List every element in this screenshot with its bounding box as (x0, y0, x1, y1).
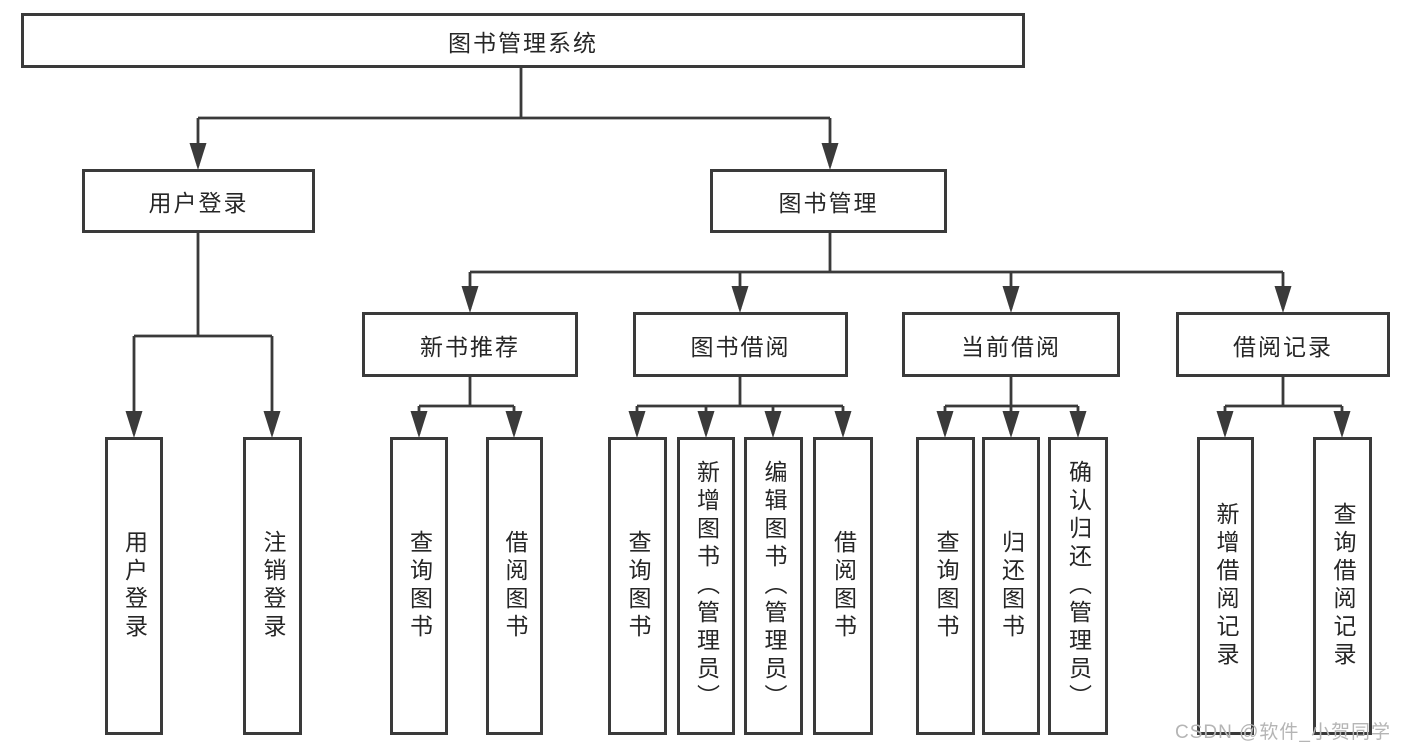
leaf-logout-label: 注销登录 (260, 530, 286, 642)
node-root: 图书管理系统 (21, 13, 1025, 68)
leaf-current-return-label: 归还图书 (998, 530, 1025, 642)
watermark: CSDN @软件_小贺同学 (1175, 722, 1391, 743)
node-current-borrow: 当前借阅 (902, 312, 1120, 377)
leaf-current-return: 归还图书 (982, 437, 1040, 735)
leaf-record-query: 查询借阅记录 (1313, 437, 1372, 735)
leaf-borrow-add-admin: 新增图书（管理员） (677, 437, 735, 735)
node-borrow-records-label: 借阅记录 (1233, 333, 1333, 360)
leaf-current-confirm-admin: 确认归还（管理员） (1048, 437, 1108, 735)
leaf-logout: 注销登录 (243, 437, 302, 735)
leaf-current-confirm-admin-label: 确认归还（管理员） (1065, 460, 1092, 712)
leaf-newbook-query-label: 查询图书 (406, 530, 433, 642)
leaf-borrow-edit-admin-label: 编辑图书（管理员） (761, 460, 787, 712)
leaf-newbook-borrow: 借阅图书 (486, 437, 543, 735)
node-book-borrow: 图书借阅 (633, 312, 848, 377)
leaf-borrow-edit-admin: 编辑图书（管理员） (744, 437, 803, 735)
node-borrow-records: 借阅记录 (1176, 312, 1390, 377)
leaf-current-query: 查询图书 (916, 437, 975, 735)
node-new-book-recommend-label: 新书推荐 (420, 333, 520, 360)
leaf-borrow-book: 借阅图书 (813, 437, 873, 735)
leaf-user-login-label: 用户登录 (121, 530, 148, 642)
leaf-borrow-query: 查询图书 (608, 437, 667, 735)
node-current-borrow-label: 当前借阅 (961, 333, 1061, 360)
node-root-label: 图书管理系统 (448, 29, 598, 56)
leaf-record-add: 新增借阅记录 (1197, 437, 1254, 735)
leaf-current-query-label: 查询图书 (933, 530, 959, 642)
leaf-borrow-book-label: 借阅图书 (830, 530, 857, 642)
leaf-user-login: 用户登录 (105, 437, 163, 735)
node-book-management-label: 图书管理 (778, 190, 879, 216)
leaf-borrow-query-label: 查询图书 (625, 530, 651, 642)
node-book-management: 图书管理 (710, 169, 947, 233)
node-user-login-label: 用户登录 (148, 190, 249, 216)
leaf-newbook-borrow-label: 借阅图书 (502, 530, 528, 642)
leaf-borrow-add-admin-label: 新增图书（管理员） (693, 460, 720, 712)
leaf-newbook-query: 查询图书 (390, 437, 448, 735)
node-book-borrow-label: 图书借阅 (690, 333, 791, 360)
leaf-record-query-label: 查询借阅记录 (1330, 502, 1356, 670)
leaf-record-add-label: 新增借阅记录 (1213, 502, 1239, 670)
node-new-book-recommend: 新书推荐 (362, 312, 578, 377)
node-user-login: 用户登录 (82, 169, 315, 233)
